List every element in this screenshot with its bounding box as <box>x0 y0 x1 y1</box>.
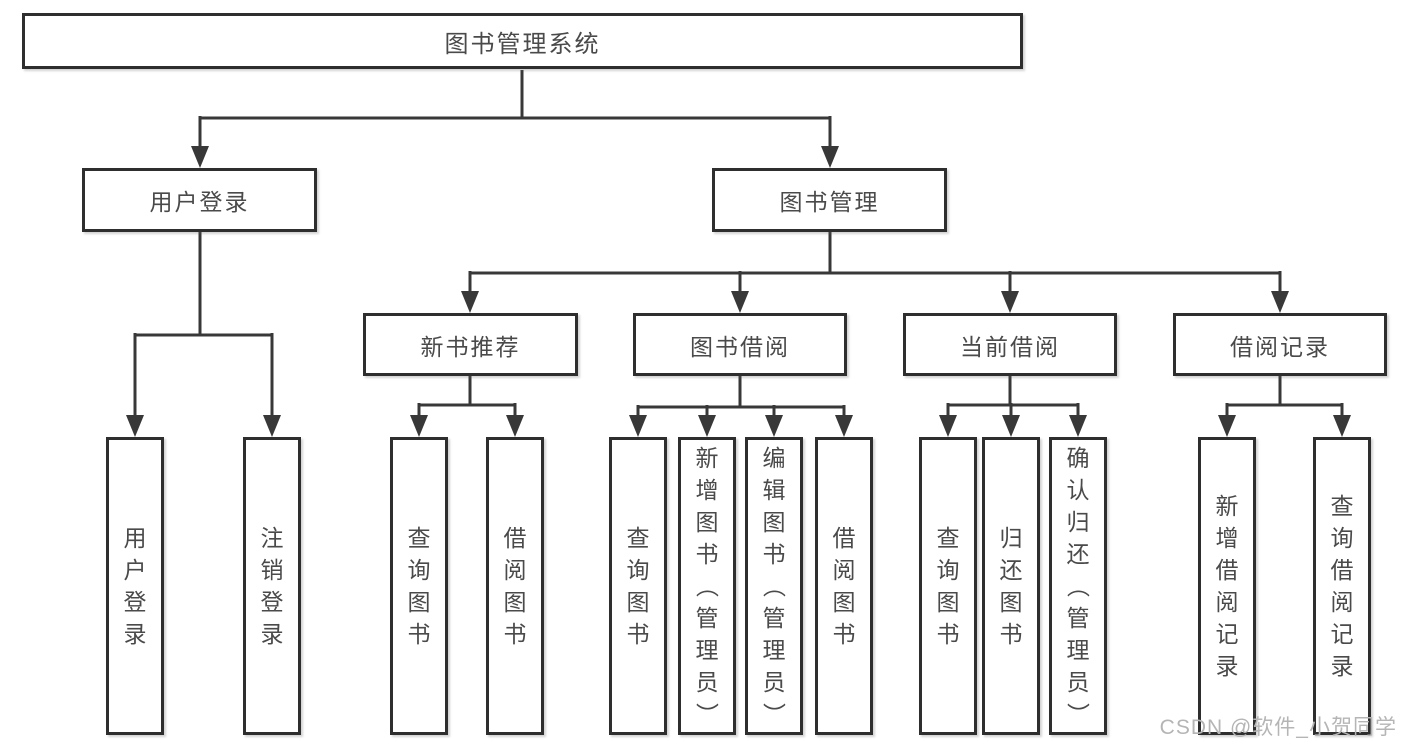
leaf-query-books-current: 查询图书 <box>919 437 977 735</box>
node-library-management-system: 图书管理系统 <box>22 13 1023 69</box>
node-user-login: 用户登录 <box>82 168 317 232</box>
node-book-borrowing: 图书借阅 <box>633 313 847 376</box>
leaf-edit-book-admin: 编辑图书（管理员） <box>745 437 803 735</box>
leaf-add-book-admin: 新增图书（管理员） <box>678 437 736 735</box>
leaf-logout: 注销登录 <box>243 437 301 735</box>
leaf-add-borrowing-record: 新增借阅记录 <box>1198 437 1256 735</box>
node-book-management: 图书管理 <box>712 168 947 232</box>
node-borrowing-records: 借阅记录 <box>1173 313 1387 376</box>
leaf-confirm-return-admin: 确认归还（管理员） <box>1049 437 1107 735</box>
node-new-book-recommendation: 新书推荐 <box>363 313 578 376</box>
leaf-borrow-books-borrowing: 借阅图书 <box>815 437 873 735</box>
leaf-borrow-books-recommend: 借阅图书 <box>486 437 544 735</box>
node-current-borrowing: 当前借阅 <box>903 313 1117 376</box>
leaf-user-login: 用户登录 <box>106 437 164 735</box>
leaf-query-books-recommend: 查询图书 <box>390 437 448 735</box>
leaf-return-books: 归还图书 <box>982 437 1040 735</box>
leaf-query-borrowing-record: 查询借阅记录 <box>1313 437 1371 735</box>
leaf-query-books-borrowing: 查询图书 <box>609 437 667 735</box>
watermark: CSDN @软件_小贺同学 <box>1159 716 1397 739</box>
